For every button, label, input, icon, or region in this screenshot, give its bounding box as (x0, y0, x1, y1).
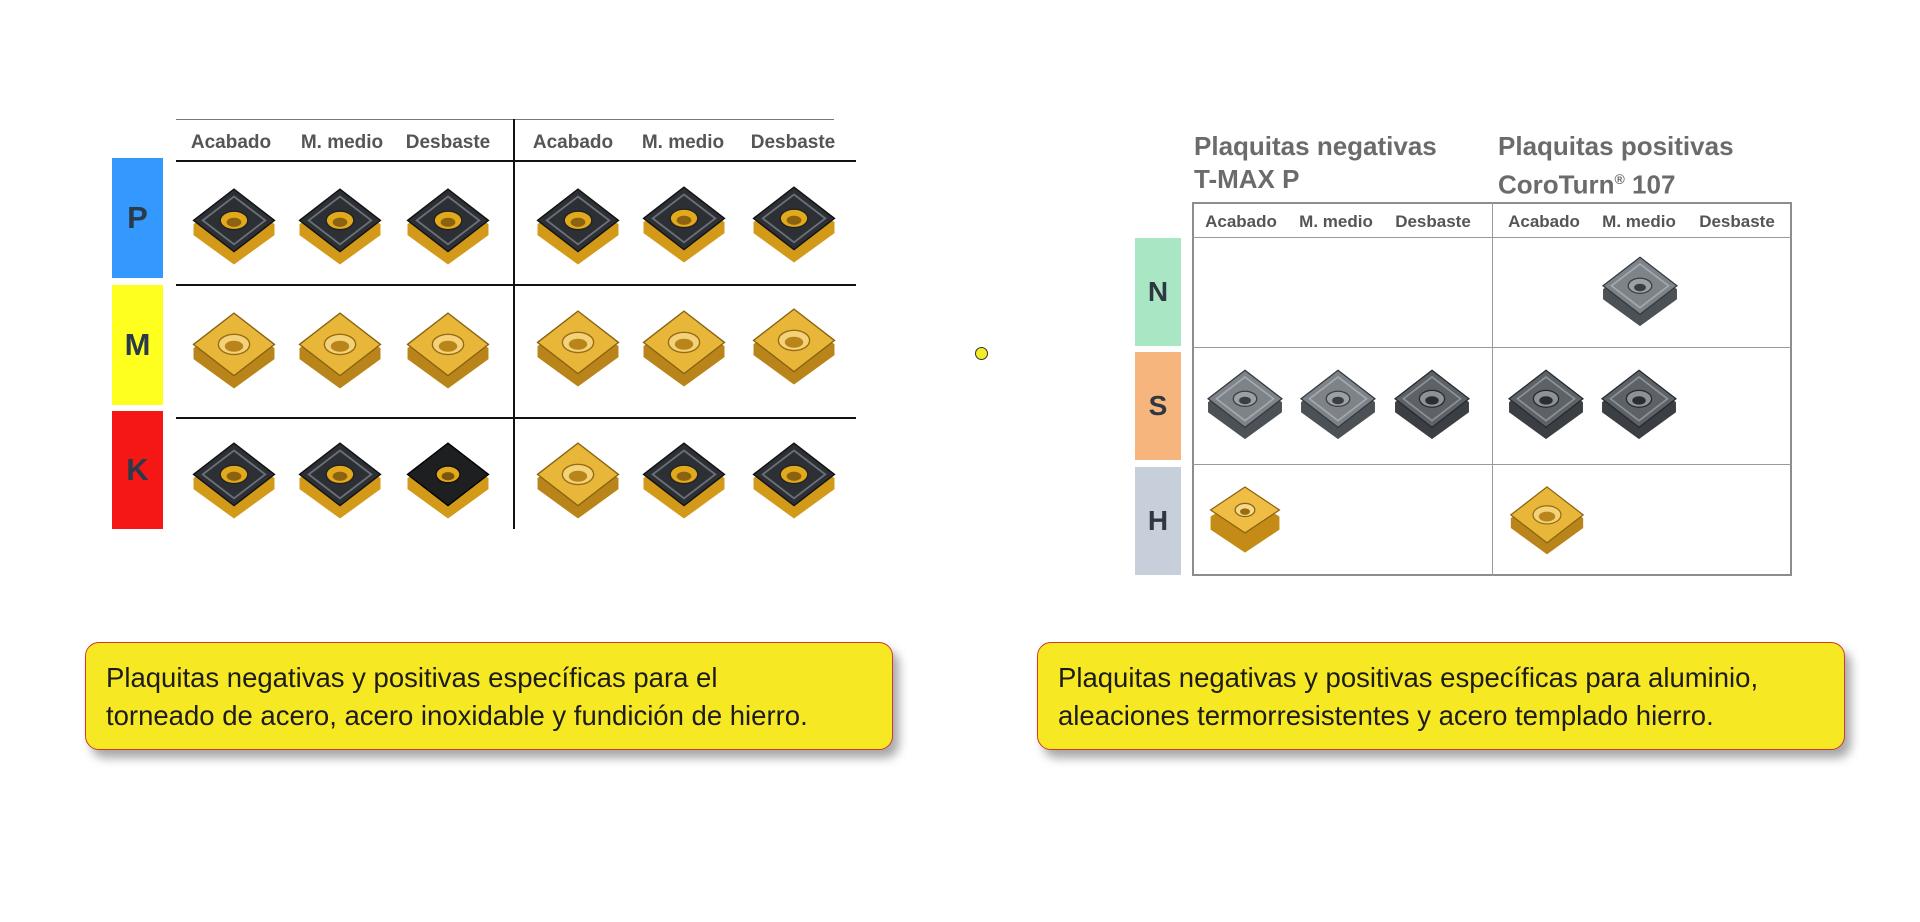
column-header: Desbaste (750, 132, 836, 153)
insert-image (188, 436, 280, 522)
center-dot (975, 347, 988, 360)
insert-image (532, 436, 624, 522)
insert-image (1504, 364, 1588, 442)
column-header: Acabado (1508, 212, 1580, 231)
right-note-box: Plaquitas negativas y positivas específi… (1037, 642, 1845, 750)
column-divider (1492, 202, 1493, 576)
title-text: 107 (1624, 169, 1676, 200)
left-insert-table: Acabado M. medio Desbaste Acabado M. med… (0, 0, 900, 560)
insert-image (748, 180, 840, 266)
title-text: CoroTurn (1498, 169, 1615, 200)
insert-image (1204, 482, 1286, 556)
column-header: M. medio (1602, 212, 1676, 231)
material-k-label: K (112, 411, 163, 529)
material-m-label: M (112, 285, 163, 405)
insert-image (1598, 252, 1682, 328)
row-divider (176, 284, 856, 286)
insert-image (402, 306, 494, 392)
registered-mark: ® (1614, 171, 1625, 187)
insert-image (638, 436, 730, 522)
insert-image (188, 182, 280, 268)
note-line: Plaquitas negativas y positivas específi… (106, 662, 718, 693)
column-header: Desbaste (1699, 212, 1775, 231)
insert-image (1203, 364, 1287, 442)
title-line: Plaquitas positivas (1498, 131, 1734, 161)
note-line: aleaciones termorresistentes y acero tem… (1058, 700, 1714, 731)
column-header: Acabado (532, 132, 614, 153)
note-line: Plaquitas negativas y positivas específi… (1058, 662, 1759, 693)
positive-inserts-title: Plaquitas positivas CoroTurn® 107 (1498, 130, 1734, 202)
column-header: M. medio (1299, 212, 1373, 231)
column-header: Desbaste (1395, 212, 1471, 231)
insert-image (294, 182, 386, 268)
left-note-box: Plaquitas negativas y positivas específi… (85, 642, 893, 750)
column-divider (513, 119, 515, 529)
row-divider (176, 160, 856, 162)
insert-image (638, 180, 730, 266)
material-s-label: S (1135, 352, 1181, 460)
material-h-label: H (1135, 467, 1181, 575)
insert-image (1390, 364, 1474, 442)
insert-image (294, 306, 386, 392)
column-header: M. medio (641, 132, 725, 153)
title-line: T-MAX P (1194, 164, 1300, 194)
insert-image (1505, 482, 1589, 556)
insert-image (402, 182, 494, 268)
column-header: Acabado (1205, 212, 1277, 231)
note-line: torneado de acero, acero inoxidable y fu… (106, 700, 808, 731)
insert-image (748, 436, 840, 522)
row-divider (176, 417, 856, 419)
insert-image (1597, 364, 1681, 442)
insert-image (532, 182, 624, 268)
negative-inserts-title: Plaquitas negativas T-MAX P (1194, 130, 1437, 196)
insert-image (188, 306, 280, 392)
insert-image (294, 436, 386, 522)
insert-image (748, 302, 840, 388)
insert-image (638, 304, 730, 390)
insert-image (532, 304, 624, 390)
material-n-label: N (1135, 238, 1181, 346)
column-header: Desbaste (405, 132, 491, 153)
table-top-line (176, 119, 834, 120)
insert-image (402, 436, 494, 522)
title-line: CoroTurn® 107 (1498, 163, 1734, 202)
material-p-label: P (112, 158, 163, 278)
column-header: Acabado (190, 132, 272, 153)
column-header: M. medio (300, 132, 384, 153)
title-line: Plaquitas negativas (1194, 131, 1437, 161)
insert-image (1296, 364, 1380, 442)
